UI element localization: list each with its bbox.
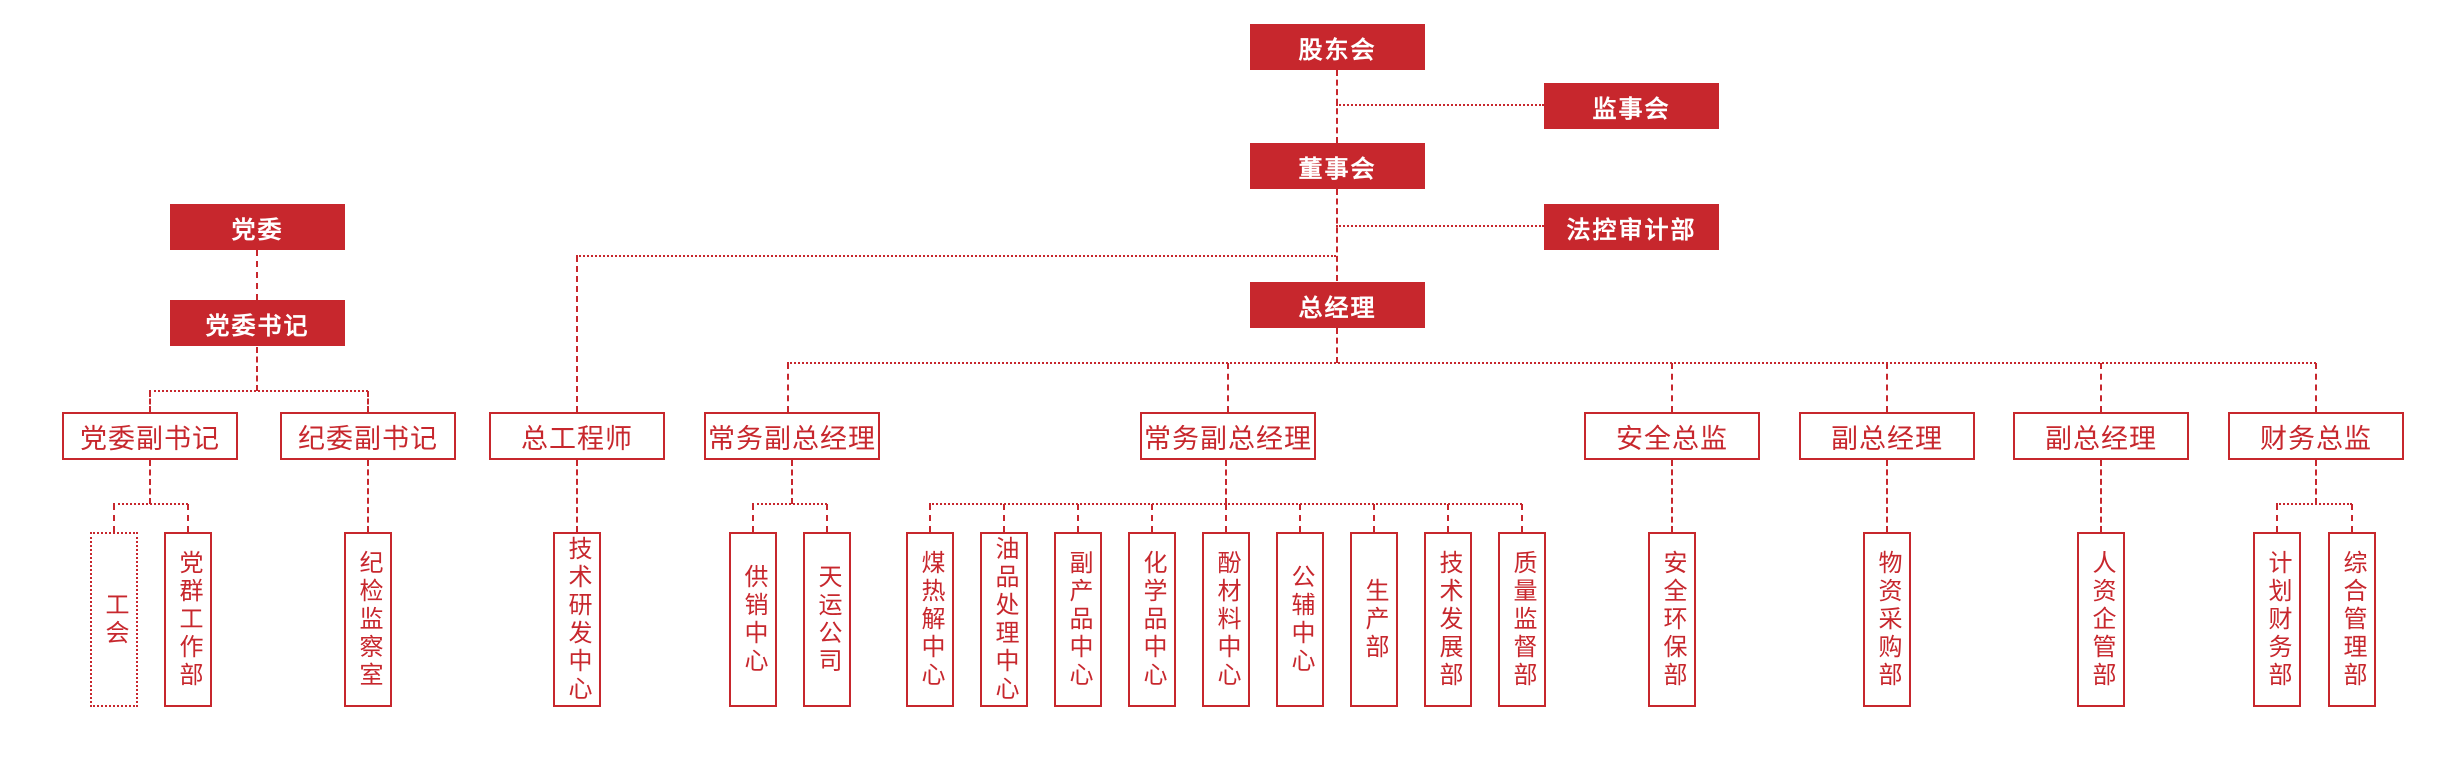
node-chief-engineer: 总工程师: [489, 412, 665, 460]
connector-oil-processing-stub: [1003, 504, 1005, 532]
connector-finance-director-down: [2315, 460, 2317, 504]
node-quality-supervision-dept: 质量监督部: [1498, 532, 1546, 707]
connector-exec-deputy-gm-1-stub: [787, 363, 789, 412]
node-shareholders-meeting: 股东会: [1250, 24, 1425, 70]
connector-chief-engineer-drop: [576, 256, 578, 412]
connector-discipline-inspection-drop: [367, 460, 369, 532]
connector-supervisory-board-link: [1336, 104, 1544, 106]
node-safety-director: 安全总监: [1584, 412, 1760, 460]
connector-chemicals-stub: [1151, 504, 1153, 532]
connector-coal-pyrolysis-stub: [929, 504, 931, 532]
node-deputy-gm-1: 副总经理: [1799, 412, 1975, 460]
connector-exec-deputy-gm-2-down: [1225, 460, 1227, 504]
node-supply-marketing-center: 供销中心: [729, 532, 777, 707]
connector-labor-union-stub: [113, 504, 115, 532]
connector-legal-audit-link: [1336, 225, 1544, 227]
node-supervisory-board: 监事会: [1544, 83, 1719, 129]
connector-party-mass-work-stub: [187, 504, 189, 532]
connector-tech-development-stub: [1447, 504, 1449, 532]
connector-hr-enterprise-drop: [2100, 460, 2102, 532]
node-tianyun-company: 天运公司: [803, 532, 851, 707]
connector-party-secretary-down: [256, 347, 258, 391]
connector-quality-supervision-stub: [1521, 504, 1523, 532]
connector-exec-deputy-gm-2-branch: [929, 503, 1522, 505]
connector-exec-deputy-gm-1-branch: [752, 503, 827, 505]
node-exec-deputy-gm-2: 常务副总经理: [1140, 412, 1316, 460]
connector-material-procurement-drop: [1886, 460, 1888, 532]
node-general-management-dept: 综合管理部: [2328, 532, 2376, 707]
connector-chief-engineer-link: [576, 255, 1336, 257]
node-party-mass-work-dept: 党群工作部: [164, 532, 212, 707]
connector-phenol-stub: [1225, 504, 1227, 532]
node-planning-finance-dept: 计划财务部: [2253, 532, 2301, 707]
connector-spine-board-gm: [1336, 189, 1338, 281]
node-tech-rd-center: 技术研发中心: [553, 532, 601, 707]
node-exec-deputy-gm-1: 常务副总经理: [704, 412, 880, 460]
node-party-committee: 党委: [170, 204, 345, 250]
connector-safety-director-stub: [1671, 363, 1673, 412]
node-production-dept: 生产部: [1350, 532, 1398, 707]
node-labor-union: 工会: [90, 532, 138, 707]
node-material-procurement-dept: 物资采购部: [1863, 532, 1911, 707]
connector-party-secretary-branch: [149, 390, 368, 392]
node-board-of-directors: 董事会: [1250, 143, 1425, 189]
connector-gm-drop: [1336, 328, 1338, 363]
node-coal-pyrolysis-center: 煤热解中心: [906, 532, 954, 707]
node-chemicals-center: 化学品中心: [1128, 532, 1176, 707]
connector-production-stub: [1373, 504, 1375, 532]
connector-deputy-discipline-secretary-stub: [367, 391, 369, 412]
node-deputy-discipline-secretary: 纪委副书记: [280, 412, 456, 460]
connector-planning-finance-stub: [2276, 504, 2278, 532]
node-hr-enterprise-dept: 人资企管部: [2077, 532, 2125, 707]
node-deputy-party-secretary: 党委副书记: [62, 412, 238, 460]
connector-deputy-gm-2-stub: [2100, 363, 2102, 412]
node-deputy-gm-2: 副总经理: [2013, 412, 2189, 460]
connector-tianyun-stub: [826, 504, 828, 532]
connector-party-committee-secretary: [256, 250, 258, 300]
connector-general-management-stub: [2351, 504, 2353, 532]
connector-exec-deputy-gm-1-down: [791, 460, 793, 504]
connector-finance-director-branch: [2276, 503, 2352, 505]
node-finance-director: 财务总监: [2228, 412, 2404, 460]
connector-gm-branch: [787, 362, 2316, 364]
connector-deputy-gm-1-stub: [1886, 363, 1888, 412]
connector-utility-stub: [1299, 504, 1301, 532]
node-party-committee-secretary: 党委书记: [170, 300, 345, 346]
connector-byproduct-stub: [1077, 504, 1079, 532]
node-tech-development-dept: 技术发展部: [1424, 532, 1472, 707]
node-general-manager: 总经理: [1250, 282, 1425, 328]
connector-supply-marketing-stub: [752, 504, 754, 532]
node-legal-audit-dept: 法控审计部: [1544, 204, 1719, 250]
connector-exec-deputy-gm-2-stub: [1227, 363, 1229, 412]
connector-safety-environment-drop: [1671, 460, 1673, 532]
connector-tech-rd-drop: [576, 460, 578, 532]
node-utility-center: 公辅中心: [1276, 532, 1324, 707]
node-discipline-inspection-office: 纪检监察室: [344, 532, 392, 707]
connector-deputy-party-secretary-stub: [149, 391, 151, 412]
node-safety-environment-dept: 安全环保部: [1648, 532, 1696, 707]
connector-deputy-party-secretary-down: [149, 460, 151, 504]
node-oil-processing-center: 油品处理中心: [980, 532, 1028, 707]
connector-deputy-party-secretary-branch: [113, 503, 188, 505]
node-byproduct-center: 副产品中心: [1054, 532, 1102, 707]
connector-spine-shareholders-board: [1336, 70, 1338, 143]
connector-finance-director-stub: [2315, 363, 2317, 412]
node-phenol-material-center: 酚材料中心: [1202, 532, 1250, 707]
